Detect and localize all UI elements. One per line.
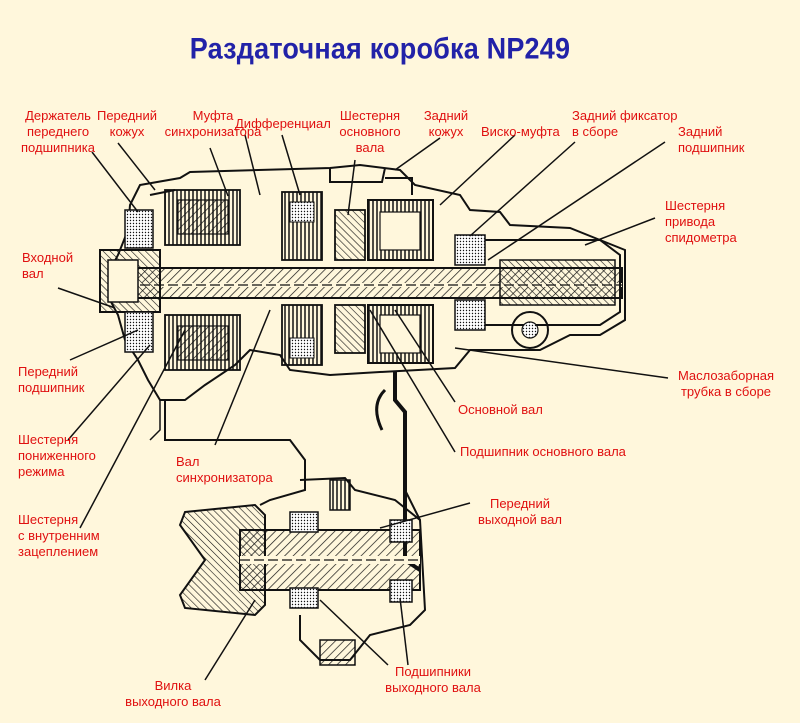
label-rear-retainer-assembly: Задний фиксатор в сборе (572, 108, 678, 139)
upper-housing (109, 163, 626, 401)
label-internal-gear: Шестерня с внутренним зацеплением (18, 512, 100, 559)
label-rear-bearing: Задний подшипник (678, 124, 745, 155)
label-viscous-coupling: Виско-муфта (481, 124, 560, 139)
leader-lines (57, 134, 669, 681)
label-synchronizer-shaft: Вал синхронизатора (176, 454, 273, 485)
label-mainshaft-gear: Шестерня основного вала (339, 108, 401, 155)
label-speedometer-drive-gear: Шестерня привода спидометра (665, 198, 737, 245)
label-synchronizer-sleeve: Муфта синхронизатора (164, 108, 262, 139)
diagram-title: Раздаточная коробка NP249 (189, 32, 571, 66)
label-low-range-gear: Шестерня пониженного режима (18, 432, 96, 479)
label-mainshaft-bearing: Подшипник основного вала (460, 444, 626, 459)
label-front-bearing: Передний подшипник (18, 364, 85, 395)
label-mainshaft: Основной вал (458, 402, 543, 417)
label-differential: Дифференциал (235, 116, 331, 131)
label-output-shaft-bearings: Подшипники выходного вала (385, 664, 481, 695)
label-input-shaft: Входной вал (22, 250, 74, 281)
label-rear-case: Задний кожух (423, 108, 469, 139)
label-front-bearing-retainer: Держатель переднего подшипника (21, 108, 95, 155)
label-front-case: Передний кожух (96, 108, 158, 139)
label-oil-pickup-tube: Маслозаборная трубка в сборе (677, 368, 775, 399)
label-output-shaft-yoke: Вилка выходного вала (125, 678, 221, 709)
label-front-output-shaft: Передний выходной вал (478, 496, 562, 527)
